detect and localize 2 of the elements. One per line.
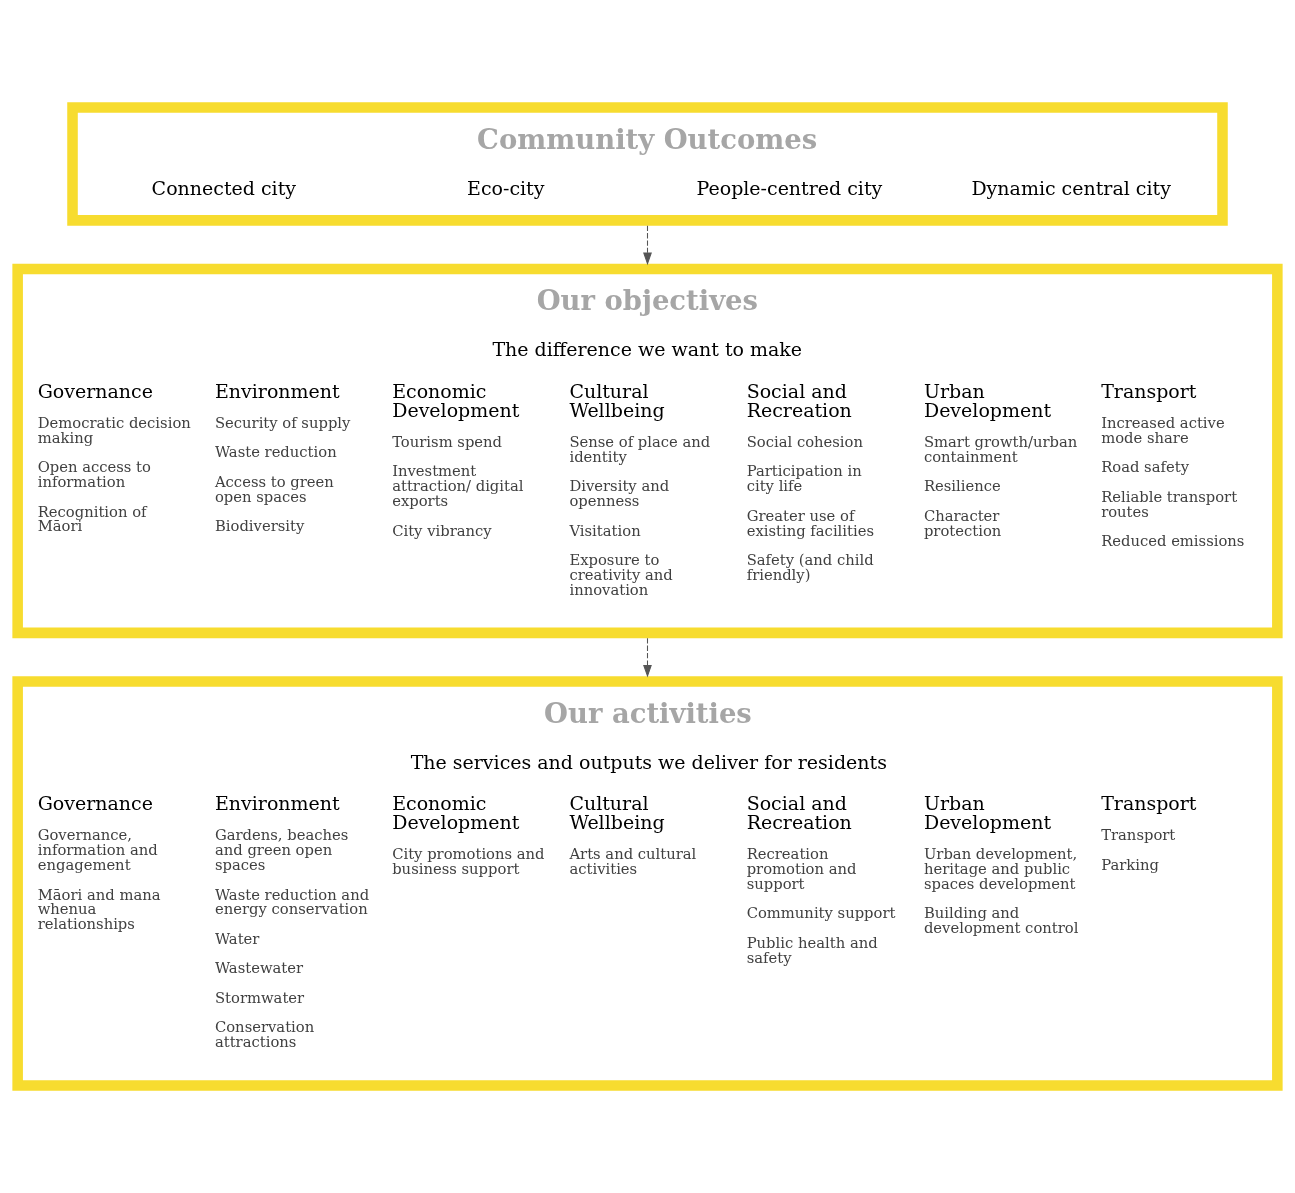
arrow (643, 637, 652, 678)
arrow (643, 225, 652, 266)
